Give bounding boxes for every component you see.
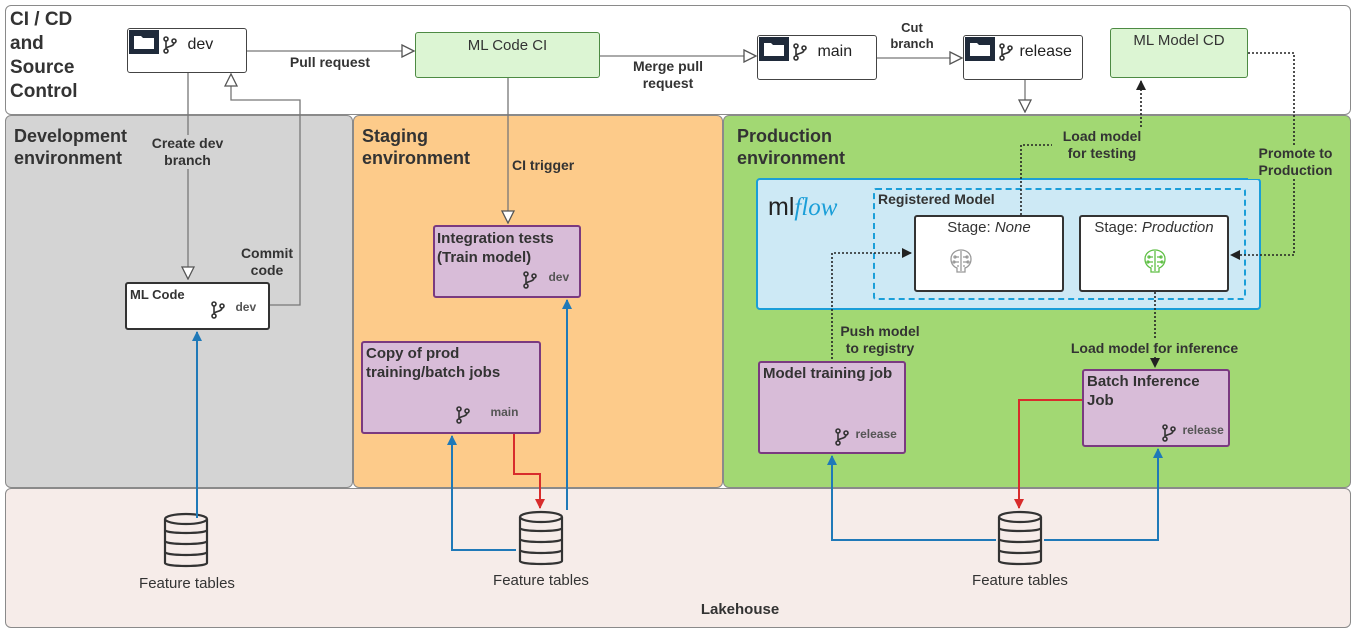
load-model-testing-label: Load model for testing — [1052, 128, 1152, 162]
ml-code-title: ML Code — [130, 287, 185, 302]
git-branch-icon — [211, 301, 225, 319]
stage-production-label: Stage: Production — [1079, 219, 1229, 236]
mlflow-logo-ml: ml — [768, 193, 795, 221]
ml-model-cd-box — [1110, 28, 1248, 78]
ml-code-box — [125, 282, 270, 330]
stage-none-value: None — [994, 219, 1031, 236]
git-branch-icon — [523, 271, 539, 289]
database-icon — [997, 510, 1043, 566]
git-branch-icon — [456, 406, 474, 424]
ml-code-ci-box — [415, 32, 600, 78]
stage-production-prefix: Stage: — [1094, 219, 1138, 236]
brain-icon — [950, 249, 972, 273]
registered-model-panel — [873, 188, 1246, 300]
copy-prod-title: Copy of prod training/batch jobs — [366, 345, 501, 381]
main-repo-row: main — [793, 43, 852, 61]
load-model-inference-label: Load model for inference — [1062, 340, 1247, 357]
brain-icon — [1144, 249, 1166, 273]
main-repo-label: main — [817, 43, 853, 61]
batch-to-prod-ft — [1014, 399, 1082, 509]
database-icon — [518, 510, 564, 566]
stage-production-value: Production — [1141, 219, 1214, 236]
copy-prod-box — [361, 341, 541, 434]
stage-none-box — [914, 215, 1064, 292]
prod-ft-to-training — [827, 455, 996, 541]
cut-branch-label: Cut branch — [890, 20, 934, 51]
git-branch-icon — [163, 36, 177, 54]
create-dev-branch-label: Create dev branch — [140, 135, 235, 169]
mlflow-logo: mlflow — [768, 192, 837, 223]
batch-inference-box — [1082, 369, 1230, 447]
commit-code-edge — [231, 75, 301, 306]
stage-production-box — [1079, 215, 1229, 292]
mlflow-logo-flow: flow — [794, 194, 838, 221]
integration-branch: dev — [548, 270, 570, 285]
lakehouse-region — [5, 488, 1351, 628]
staging-env-title: Staging environment — [362, 126, 471, 168]
batch-inference-branch: release — [1182, 423, 1224, 438]
push-model-registry-label: Push model to registry — [840, 323, 920, 356]
folder-icon — [759, 37, 789, 61]
merge-pull-request-label: Merge pull request — [632, 58, 703, 91]
registered-model-title: Registered Model — [878, 191, 995, 207]
stage-none-prefix: Stage: — [947, 219, 991, 236]
model-training-branch-row: release — [835, 427, 897, 446]
dev-repo-label: dev — [187, 36, 214, 54]
model-training-title: Model training job — [763, 365, 893, 382]
ml-model-cd-label: ML Model CD — [1133, 32, 1225, 49]
git-branch-icon — [1162, 424, 1176, 442]
commit-code-label: Commit code — [240, 245, 294, 278]
integration-tests-title: Integration tests (Train model) — [437, 230, 554, 266]
integration-branch-row: dev — [523, 270, 570, 289]
copy-prod-branch: main — [490, 405, 519, 420]
model-training-box — [758, 361, 906, 454]
copy-to-staging-ft — [513, 434, 545, 509]
pull-request-label: Pull request — [289, 54, 371, 70]
ml-code-ci-label: ML Code CI — [467, 37, 548, 54]
dev-repo-row: dev — [163, 36, 213, 54]
release-repo-label: release — [1019, 43, 1072, 61]
prod-env-title: Production environment — [737, 126, 846, 168]
batch-inference-title: Batch Inference Job — [1087, 373, 1200, 409]
model-training-branch: release — [855, 427, 897, 442]
release-repo-row: release — [999, 43, 1072, 61]
batch-inference-branch-row: release — [1162, 423, 1224, 442]
prod-ft-to-batch — [1044, 448, 1163, 541]
lakehouse-title: Lakehouse — [700, 601, 780, 618]
git-branch-icon — [793, 43, 807, 61]
cicd-title: CI / CD and Source Control — [10, 9, 78, 102]
copy-prod-branch-row: main — [456, 405, 519, 424]
feature-tables-dev-label: Feature tables — [139, 575, 235, 592]
feature-tables-prod-label: Feature tables — [972, 572, 1068, 589]
folder-icon — [129, 30, 159, 54]
ml-code-branch-row: dev — [211, 300, 257, 319]
staging-ft-to-copy — [447, 435, 516, 551]
dev-env-title: Development environment — [14, 126, 128, 168]
feature-tables-staging-label: Feature tables — [493, 572, 589, 589]
promote-production-label: Promote to Production — [1248, 145, 1343, 179]
git-branch-icon — [999, 43, 1013, 61]
stage-none-label: Stage: None — [914, 219, 1064, 236]
ci-trigger-label: CI trigger — [512, 157, 575, 173]
integration-tests-box — [433, 225, 581, 298]
database-icon — [163, 512, 209, 568]
push-to-registry-edge — [831, 248, 912, 359]
folder-icon — [965, 37, 995, 61]
ml-code-branch: dev — [235, 300, 257, 315]
git-branch-icon — [835, 428, 849, 446]
